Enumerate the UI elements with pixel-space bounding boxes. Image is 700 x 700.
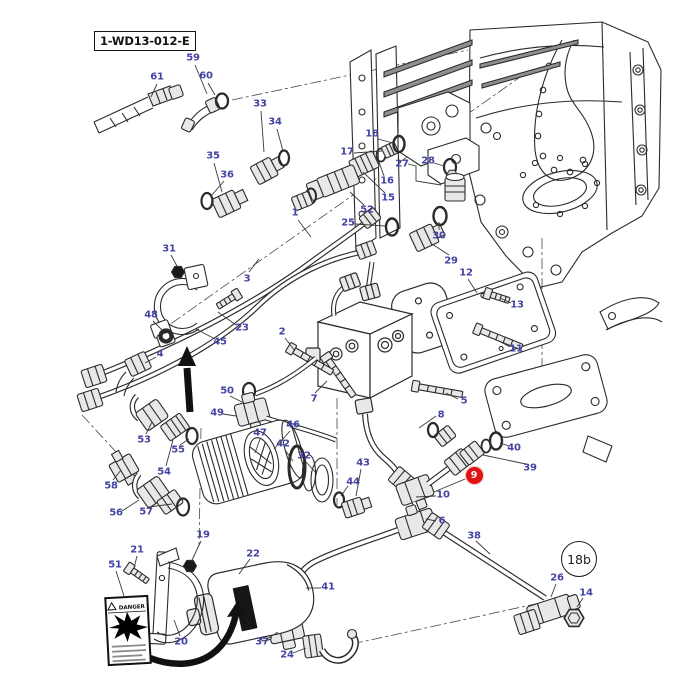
callout-16[interactable]: 16 bbox=[380, 175, 394, 187]
callout-44[interactable]: 44 bbox=[346, 476, 360, 488]
callout-56[interactable]: 56 bbox=[109, 507, 123, 519]
callout-3[interactable]: 3 bbox=[243, 273, 251, 285]
callout-1[interactable]: 1 bbox=[291, 207, 299, 219]
callout-45[interactable]: 45 bbox=[213, 336, 227, 348]
callout-58[interactable]: 58 bbox=[104, 480, 118, 492]
callout-40[interactable]: 40 bbox=[507, 442, 521, 454]
figure-reference-badge[interactable]: 18b bbox=[561, 541, 597, 577]
highlighted-callout-9[interactable]: 9 bbox=[464, 465, 484, 485]
callout-57[interactable]: 57 bbox=[139, 506, 153, 518]
callout-7[interactable]: 7 bbox=[310, 393, 318, 405]
callout-31[interactable]: 31 bbox=[162, 243, 176, 255]
callout-19[interactable]: 19 bbox=[196, 529, 210, 541]
callout-33[interactable]: 33 bbox=[253, 98, 267, 110]
callout-18[interactable]: 18 bbox=[365, 128, 379, 140]
valve-block-drawing bbox=[305, 261, 457, 415]
callout-17[interactable]: 17 bbox=[340, 146, 354, 158]
callout-23[interactable]: 23 bbox=[235, 322, 249, 334]
callout-13[interactable]: 13 bbox=[510, 299, 524, 311]
callout-46[interactable]: 46 bbox=[286, 419, 300, 431]
callout-54[interactable]: 54 bbox=[157, 466, 171, 478]
callout-49[interactable]: 49 bbox=[210, 407, 224, 419]
callout-4[interactable]: 4 bbox=[156, 348, 164, 360]
accumulator-clamp-drawing bbox=[122, 547, 205, 645]
pointer-arrow-accumulator bbox=[146, 600, 247, 667]
callout-14[interactable]: 14 bbox=[579, 587, 593, 599]
callout-8[interactable]: 8 bbox=[437, 409, 445, 421]
top-left-fittings-drawing bbox=[93, 84, 230, 134]
danger-label: DANGER bbox=[104, 594, 152, 667]
callout-25[interactable]: 25 bbox=[341, 217, 355, 229]
callout-12[interactable]: 12 bbox=[459, 267, 473, 279]
callout-29[interactable]: 29 bbox=[444, 255, 458, 267]
callout-20[interactable]: 20 bbox=[174, 636, 188, 648]
callout-42[interactable]: 42 bbox=[276, 438, 290, 450]
callout-6[interactable]: 6 bbox=[438, 515, 446, 527]
callout-34[interactable]: 34 bbox=[268, 116, 282, 128]
part-number-label: 1-WD13-012-E bbox=[94, 31, 196, 51]
callout-53[interactable]: 53 bbox=[137, 434, 151, 446]
gasket-plate-drawing bbox=[284, 271, 557, 401]
callout-10[interactable]: 10 bbox=[436, 489, 450, 501]
mid-fittings-drawing bbox=[200, 134, 466, 252]
left-elbow-fittings-drawing bbox=[108, 394, 199, 517]
callout-38[interactable]: 38 bbox=[467, 530, 481, 542]
callout-41[interactable]: 41 bbox=[321, 581, 335, 593]
callout-27[interactable]: 27 bbox=[395, 158, 409, 170]
callout-48[interactable]: 48 bbox=[144, 309, 158, 321]
callout-39[interactable]: 39 bbox=[523, 462, 537, 474]
danger-label-title: DANGER bbox=[119, 604, 146, 611]
callout-59[interactable]: 59 bbox=[186, 52, 200, 64]
callout-11[interactable]: 11 bbox=[509, 343, 523, 355]
callout-26[interactable]: 26 bbox=[550, 572, 564, 584]
callout-15[interactable]: 15 bbox=[381, 192, 395, 204]
callout-22[interactable]: 22 bbox=[246, 548, 260, 560]
callout-47[interactable]: 47 bbox=[253, 427, 267, 439]
callout-55[interactable]: 55 bbox=[171, 444, 185, 456]
callout-35[interactable]: 35 bbox=[206, 150, 220, 162]
callout-52[interactable]: 52 bbox=[360, 204, 374, 216]
callout-61[interactable]: 61 bbox=[150, 71, 164, 83]
callout-36[interactable]: 36 bbox=[220, 169, 234, 181]
callout-2[interactable]: 2 bbox=[278, 326, 286, 338]
callout-21[interactable]: 21 bbox=[130, 544, 144, 556]
callout-50[interactable]: 50 bbox=[220, 385, 234, 397]
callout-24[interactable]: 24 bbox=[280, 649, 294, 661]
callout-37[interactable]: 37 bbox=[255, 636, 269, 648]
callout-43[interactable]: 43 bbox=[356, 457, 370, 469]
callout-32[interactable]: 32 bbox=[297, 450, 311, 462]
callout-28[interactable]: 28 bbox=[421, 155, 435, 167]
callout-30[interactable]: 30 bbox=[432, 230, 446, 242]
callout-5[interactable]: 5 bbox=[460, 395, 468, 407]
callout-51[interactable]: 51 bbox=[108, 559, 122, 571]
callout-60[interactable]: 60 bbox=[199, 70, 213, 82]
